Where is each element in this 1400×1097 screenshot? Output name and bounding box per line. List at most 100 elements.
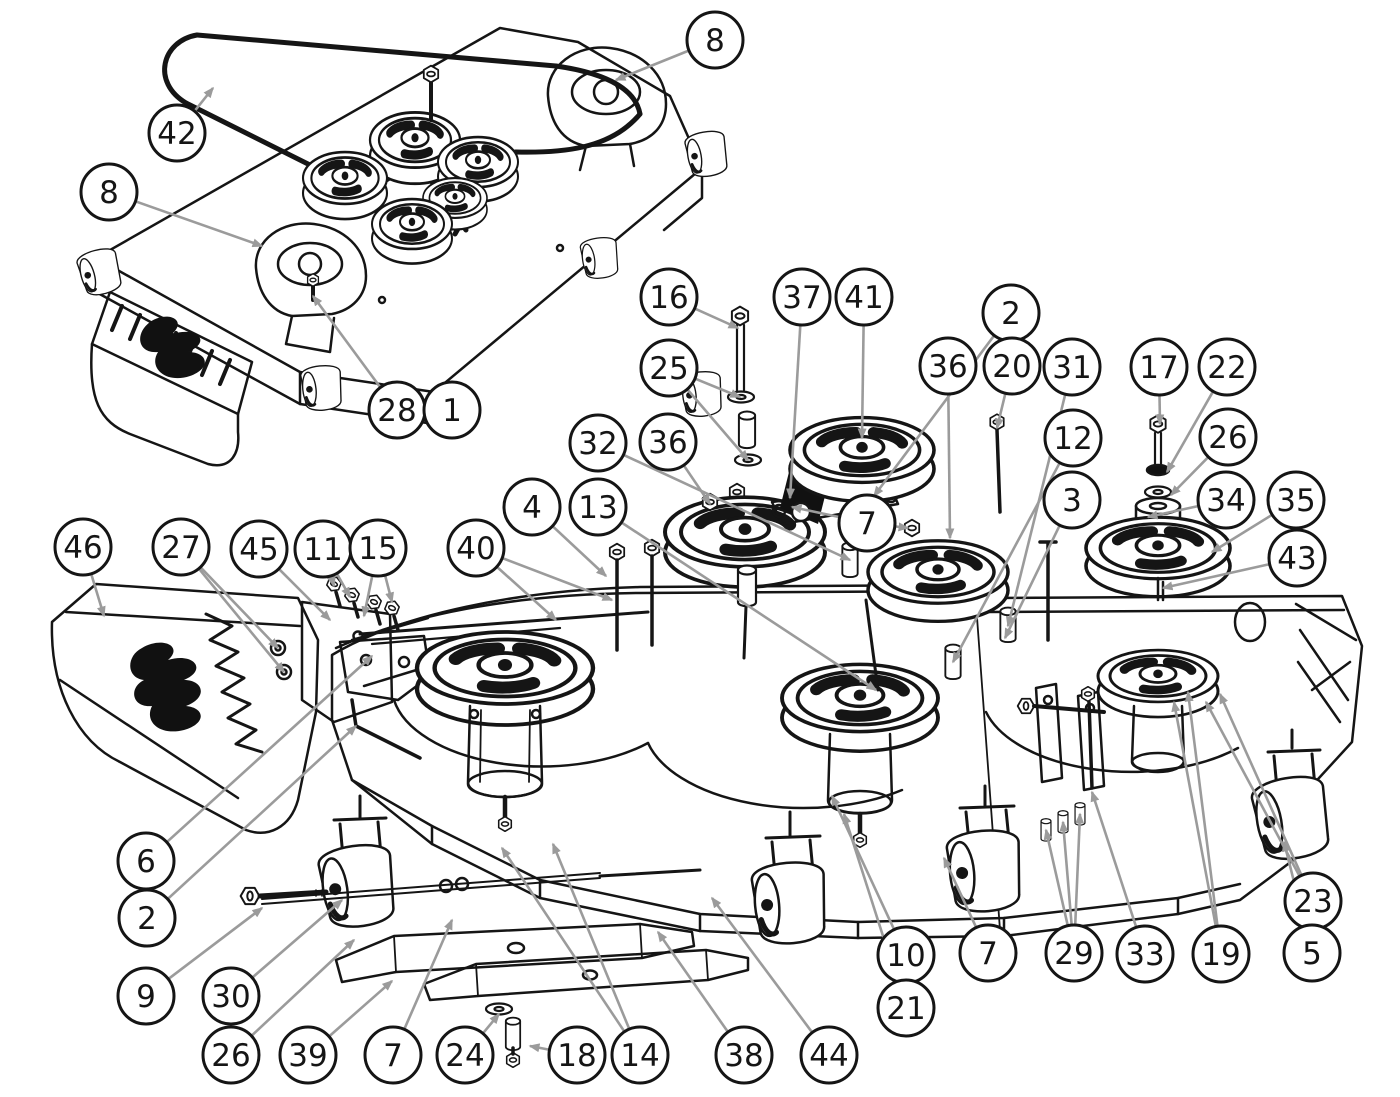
callout-circle <box>834 267 894 327</box>
leader-line <box>620 521 878 692</box>
leader-line <box>942 856 978 929</box>
callout-18: 18 <box>547 1025 607 1085</box>
callout-number: 22 <box>1207 350 1246 386</box>
callout-7: 7 <box>837 493 897 553</box>
callout-number: 44 <box>809 1038 848 1074</box>
leader-line <box>1155 394 1165 426</box>
callout-11: 11 <box>293 519 353 579</box>
spindle-assembly-right <box>1098 650 1218 774</box>
leader-line <box>361 575 374 618</box>
spindle-cover-right <box>546 46 668 172</box>
leader-line <box>1059 820 1073 926</box>
rear-bracket-hardware <box>1016 682 1106 842</box>
leader-line <box>500 846 626 1033</box>
caster-wheel-center <box>751 810 830 946</box>
callout-circle <box>502 477 562 537</box>
callout-number: 12 <box>1053 421 1092 457</box>
callout-26: 26 <box>1198 407 1258 467</box>
callout-number: 20 <box>992 349 1031 385</box>
spindle-cover-left <box>254 222 368 354</box>
leader-line <box>830 794 896 931</box>
leader-line <box>551 525 608 578</box>
leader-lines-layer <box>89 49 1307 1053</box>
callout-number: 36 <box>648 425 687 461</box>
callout-30: 30 <box>201 966 261 1026</box>
callout-circle <box>348 518 408 578</box>
leader-line <box>167 906 264 981</box>
callout-7: 7 <box>363 1025 423 1085</box>
leader-line <box>857 324 867 440</box>
callout-circle <box>982 336 1042 396</box>
callout-circle <box>547 1025 607 1085</box>
callout-circle <box>79 162 139 222</box>
leader-line <box>166 724 358 901</box>
callout-number: 38 <box>724 1038 763 1074</box>
callout-circle <box>639 338 699 398</box>
leader-line <box>165 654 374 844</box>
leader-line <box>710 896 814 1034</box>
callout-circle <box>876 978 936 1038</box>
callout-20: 20 <box>982 336 1042 396</box>
leader-line <box>89 573 106 618</box>
leader-line <box>1146 504 1199 520</box>
leader-line <box>1161 562 1270 591</box>
callout-circle <box>1115 924 1175 984</box>
leader-line <box>495 565 558 622</box>
callout-14: 14 <box>610 1025 670 1085</box>
leader-line <box>694 377 742 399</box>
leader-line <box>1043 828 1070 926</box>
leader-line <box>1210 513 1273 554</box>
callout-circle <box>685 10 745 70</box>
mower-blade-upper <box>334 922 696 984</box>
callout-number: 2 <box>137 901 157 937</box>
callout-number: 9 <box>136 979 156 1015</box>
callout-number: 25 <box>649 351 688 387</box>
leader-line <box>1073 812 1085 926</box>
callout-circle <box>799 1025 859 1085</box>
callout-circle <box>918 336 978 396</box>
callout-number: 14 <box>620 1038 659 1074</box>
callout-number: 43 <box>1277 541 1316 577</box>
callout-24: 24 <box>435 1025 495 1085</box>
leader-line <box>403 918 454 1030</box>
spindle-assembly-left <box>417 632 593 833</box>
callout-5: 5 <box>1282 923 1342 983</box>
leader-line <box>277 567 332 622</box>
mower-blade-lower <box>422 948 750 1002</box>
leader-line <box>614 49 690 82</box>
callout-3: 3 <box>1042 470 1102 530</box>
leader-line <box>481 1012 501 1035</box>
callout-number: 32 <box>578 426 617 462</box>
caster-wheel-center-right <box>946 784 1025 914</box>
callout-number: 7 <box>978 936 998 972</box>
callout-number: 26 <box>1208 420 1247 456</box>
callout-circle <box>1191 924 1251 984</box>
callout-number: 41 <box>844 280 883 316</box>
leader-line <box>994 392 1007 430</box>
leader-line <box>1171 700 1218 927</box>
caster-wheel-front-left <box>317 794 400 931</box>
callout-circle <box>1043 408 1103 468</box>
leader-line <box>1165 390 1215 474</box>
callout-36: 36 <box>918 336 978 396</box>
callout-26: 26 <box>201 1025 261 1085</box>
callout-number: 40 <box>456 531 495 567</box>
leader-line <box>328 980 394 1038</box>
callout-number: 10 <box>886 938 925 974</box>
leader-line <box>311 294 382 389</box>
callout-16: 16 <box>639 267 699 327</box>
caster-wheel <box>298 362 346 414</box>
leader-line <box>501 556 614 602</box>
callout-12: 12 <box>1043 408 1103 468</box>
callout-circle <box>363 1025 423 1085</box>
callout-number: 24 <box>445 1038 484 1074</box>
callout-37: 37 <box>772 267 832 327</box>
callout-number: 19 <box>1201 937 1240 973</box>
leader-line <box>1003 524 1061 640</box>
callout-number: 11 <box>303 532 342 568</box>
callout-circle <box>117 888 177 948</box>
callout-circle <box>147 103 207 163</box>
callout-number: 27 <box>161 530 200 566</box>
callout-13: 13 <box>568 477 628 537</box>
leader-line <box>1169 456 1210 497</box>
